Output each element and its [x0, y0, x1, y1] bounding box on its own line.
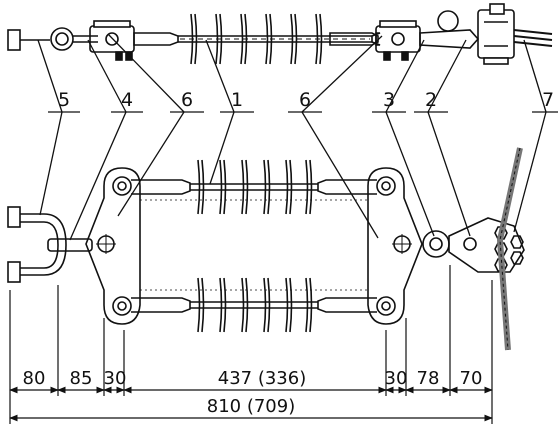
callout-5: 5 [58, 89, 70, 111]
top-wall-bracket [7, 29, 21, 51]
plan-lower-socket-left [131, 297, 191, 313]
plan-lower-sheds [197, 277, 313, 333]
top-socket-right [329, 32, 379, 46]
plan-upper-socket-left [131, 179, 191, 195]
dim-70: 70 [460, 368, 483, 389]
plan-strain-clamp [448, 217, 525, 273]
top-strain-clamp [477, 9, 515, 59]
dim-78: 78 [417, 368, 440, 389]
plan-upper-sheds [197, 159, 313, 215]
callout-6-left: 6 [181, 89, 193, 111]
top-socket-left [133, 32, 179, 46]
callout-leaders [37, 33, 558, 241]
top-shackle-ring-inner [55, 32, 69, 46]
plan-clevis-eye [422, 230, 450, 258]
dim-30-left: 30 [104, 368, 127, 389]
callout-2: 2 [425, 89, 437, 111]
dimension-labels: 80 85 30 437 (336) 30 78 70 810 (709) [23, 368, 483, 417]
plan-lower-socket-right [317, 297, 377, 313]
top-clevis-link [419, 29, 480, 49]
dimension-lines [9, 265, 493, 424]
plan-view [7, 147, 525, 351]
top-yoke-right [375, 25, 421, 53]
callout-3: 3 [383, 89, 395, 111]
callout-4: 4 [121, 89, 133, 111]
top-view [7, 3, 553, 65]
callout-1: 1 [231, 89, 243, 111]
dim-80: 80 [23, 368, 46, 389]
plan-upper-socket-right [317, 179, 377, 195]
dim-437: 437 (336) [218, 368, 306, 389]
top-conductor [513, 29, 553, 35]
dim-30-right: 30 [385, 368, 408, 389]
dim-total: 810 (709) [207, 396, 295, 417]
dim-85: 85 [70, 368, 93, 389]
top-insulator-sheds [190, 13, 323, 65]
callout-numbers: 5 4 6 1 6 3 2 7 [58, 89, 554, 111]
plan-wall-bracket-bottom [7, 261, 21, 283]
plan-wall-bracket-top [7, 206, 21, 228]
callout-7: 7 [542, 89, 554, 111]
plan-eye-link [47, 238, 93, 252]
plan-conductor [496, 147, 523, 351]
top-shackle-ring [50, 27, 74, 51]
callout-6-right: 6 [299, 89, 311, 111]
plan-u-shackle [20, 213, 67, 276]
